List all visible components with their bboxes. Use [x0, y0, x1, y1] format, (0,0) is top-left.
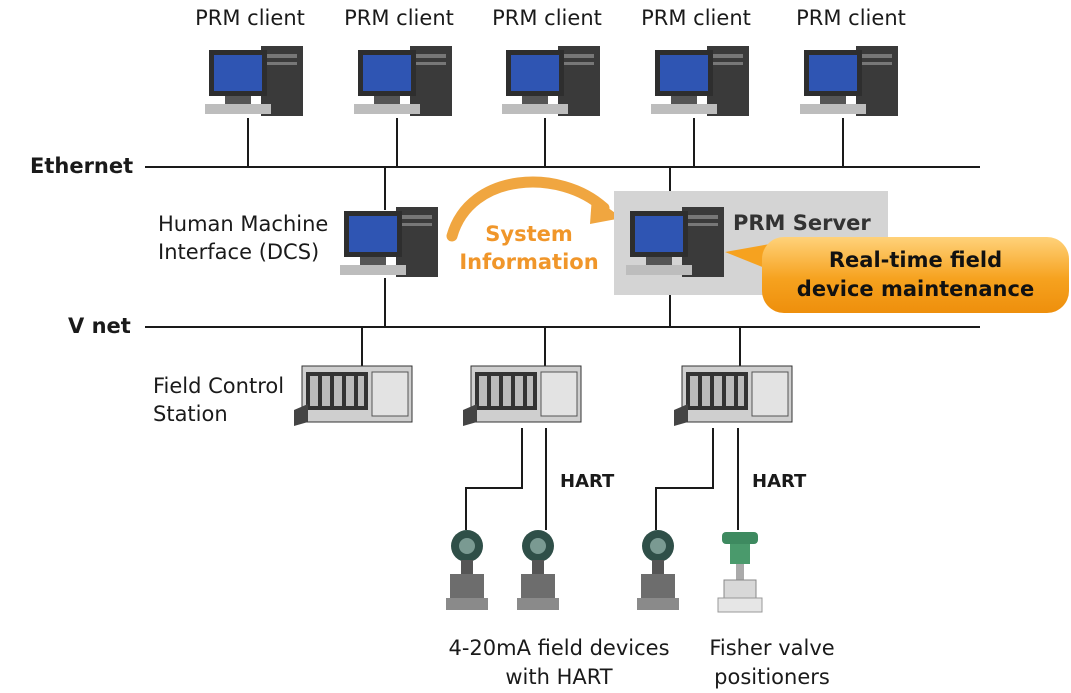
- computer-icon: [800, 46, 898, 116]
- system-information-line: Information: [459, 250, 599, 274]
- valve-positioner-icon: [717, 532, 763, 613]
- fcs-label: Field Control Station: [153, 372, 284, 428]
- field-devices-label: 4-20mA field devices with HART: [448, 634, 669, 692]
- prm-client-label: PRM client: [796, 6, 906, 30]
- fcs-label-line: Field Control: [153, 374, 285, 398]
- field-wire: [465, 428, 523, 530]
- realtime-maintenance-callout: Real-time field device maintenance: [762, 237, 1069, 313]
- computer-icon: [651, 46, 749, 116]
- hart-label: HART: [560, 471, 615, 492]
- field-control-station-icon: [463, 365, 582, 426]
- system-information-line: System: [485, 222, 573, 246]
- field-devices-line: 4-20mA field devices: [448, 636, 670, 660]
- callout-pointer: [725, 244, 770, 270]
- server-computer-icon: [626, 207, 724, 277]
- hmi-label-line: Human Machine: [158, 212, 329, 236]
- prm-client-label: PRM client: [641, 6, 751, 30]
- hart-label: HART: [752, 471, 807, 492]
- field-wire: [655, 428, 714, 530]
- prm-client-label: PRM client: [344, 6, 454, 30]
- vnet-label: V net: [68, 314, 131, 338]
- computer-icon: [502, 46, 600, 116]
- computer-icon: [205, 46, 303, 116]
- field-control-station-icon: [294, 365, 413, 426]
- valve-positioners-line: positioners: [714, 665, 830, 689]
- valve-positioners-label: Fisher valve positioners: [709, 634, 834, 692]
- fcs-label-line: Station: [153, 402, 228, 426]
- valve-positioners-line: Fisher valve: [709, 636, 835, 660]
- computer-icon: [354, 46, 452, 116]
- prm-client-label: PRM client: [492, 6, 602, 30]
- transmitter-icon: [446, 530, 488, 610]
- system-information-label: System Information: [454, 220, 604, 276]
- field-devices-line: with HART: [505, 665, 613, 689]
- hmi-label-line: Interface (DCS): [158, 240, 320, 264]
- callout-line: device maintenance: [796, 277, 1035, 301]
- system-information-arrow: [446, 176, 610, 242]
- callout-line: Real-time field: [828, 248, 1003, 272]
- hmi-label: Human Machine Interface (DCS): [158, 210, 328, 266]
- hmi-computer-icon: [340, 207, 438, 277]
- prm-client-label: PRM client: [195, 6, 305, 30]
- prm-server-label: PRM Server: [733, 211, 871, 235]
- ethernet-label: Ethernet: [30, 154, 134, 178]
- transmitter-icon: [517, 530, 559, 610]
- transmitter-icon: [637, 530, 679, 610]
- field-control-station-icon: [674, 365, 793, 426]
